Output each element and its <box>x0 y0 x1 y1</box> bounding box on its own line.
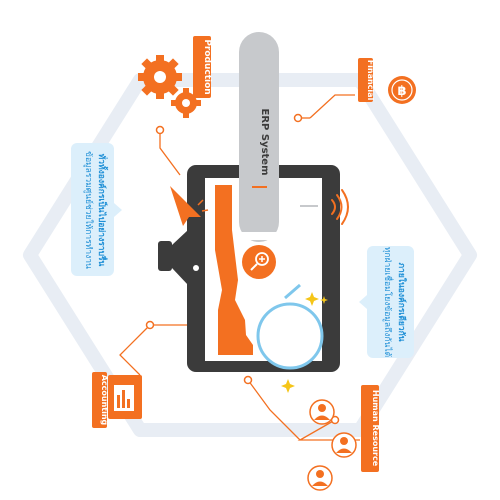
sparkle-icon <box>281 292 328 393</box>
screen-line <box>300 205 318 207</box>
sound-wave-icon <box>331 189 349 225</box>
human-resource-label-text: Human Resource <box>371 390 380 467</box>
financial-label: Financial <box>358 58 375 102</box>
person-icon <box>331 432 357 458</box>
magnifying-lens <box>256 283 324 370</box>
person-icon <box>307 465 333 491</box>
accounting-label-text: Accounting <box>100 375 109 426</box>
gear-icon <box>171 88 201 118</box>
production-label-text: Production <box>202 39 212 94</box>
right-callout-line1: ทุกฝ่ายเชื่อมโยงข้อมูลถึงกันได้ <box>382 247 394 357</box>
financial-symbol: ฿ <box>397 84 406 99</box>
magnify-plus-icon <box>242 245 276 279</box>
right-callout: ทุกฝ่ายเชื่อมโยงข้อมูลถึงกันได้ ภายในองค… <box>359 246 414 358</box>
person-icon <box>309 399 335 425</box>
connector-lines <box>119 94 360 441</box>
left-callout-line2: ทั่วทั้งองค์กรเป็นไปอย่างราบรื่น <box>96 154 109 267</box>
human-resource-label: Human Resource <box>361 385 380 472</box>
left-callout: ข้อมูลรวมศูนย์ช่วยให้การทำงาน ทั่วทั้งอง… <box>71 143 122 276</box>
production-label: Production <box>193 36 212 98</box>
left-callout-line1: ข้อมูลรวมศูนย์ช่วยให้การทำงาน <box>83 151 94 269</box>
right-callout-line2: ภายในองค์กรเดียวกัน <box>396 262 407 341</box>
gear-icon <box>138 55 182 99</box>
accounting-label: Accounting <box>92 372 109 428</box>
document-chart-icon <box>108 375 142 419</box>
bitcoin-coin-icon: ฿ <box>388 76 416 104</box>
erp-system-label: ERP System <box>259 109 270 176</box>
megaphone-icon <box>158 230 188 285</box>
cursor-pointer-icon <box>170 186 209 226</box>
erp-system-bar: ERP System <box>236 32 282 242</box>
screen-area-chart <box>215 185 253 355</box>
financial-label-text: Financial <box>366 60 375 101</box>
